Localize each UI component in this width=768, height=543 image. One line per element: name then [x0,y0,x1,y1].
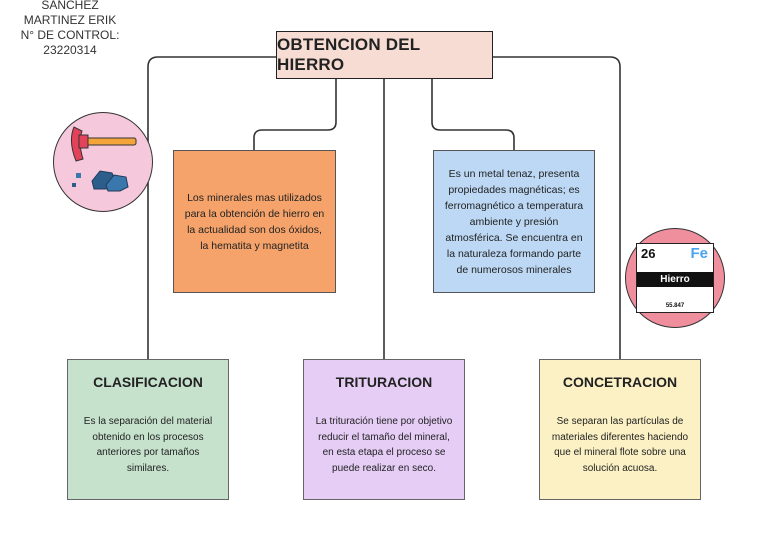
element-symbol: Fe [690,245,708,262]
concentracion-text: Se separan las partículas de materiales … [551,416,689,474]
iron-element-tile: 26 Fe Hierro 55.847 [636,243,714,313]
element-name: Hierro [637,272,713,287]
minerals-info-text: Los minerales mas utilizados para la obt… [184,191,325,252]
concentracion-title: CONCETRACION [562,374,678,390]
clasificacion-title: CLASIFICACION [93,374,203,390]
atomic-number: 26 [641,246,656,261]
diagram-title: OBTENCION DEL HIERRO [276,31,493,79]
concentracion-card: CONCETRACION Se separan las partículas d… [539,359,701,500]
clasificacion-card: CLASIFICACION Es la separación del mater… [67,359,229,500]
trituracion-text: La trituración tiene por objetivo reduci… [315,416,453,474]
control-number: 23220314 [43,43,97,57]
atomic-mass: 55.847 [665,303,685,309]
pickaxe-icon [53,112,153,212]
author-info: SANCHEZ MARTINEZ ERIK N° DE CONTROL: 232… [10,0,130,58]
properties-info-text: Es un metal tenaz, presenta propiedades … [444,167,584,276]
clasificacion-text: Es la separación del material obtenido e… [83,416,213,474]
control-number-label: N° DE CONTROL: [20,28,120,42]
minerals-info-box: Los minerales mas utilizados para la obt… [173,150,336,293]
properties-info-box: Es un metal tenaz, presenta propiedades … [433,150,595,293]
trituracion-card: TRITURACION La trituración tiene por obj… [303,359,465,500]
author-name: MARTINEZ ERIK [23,13,117,27]
author-surname: SANCHEZ [41,0,99,12]
trituracion-title: TRITURACION [335,374,433,390]
